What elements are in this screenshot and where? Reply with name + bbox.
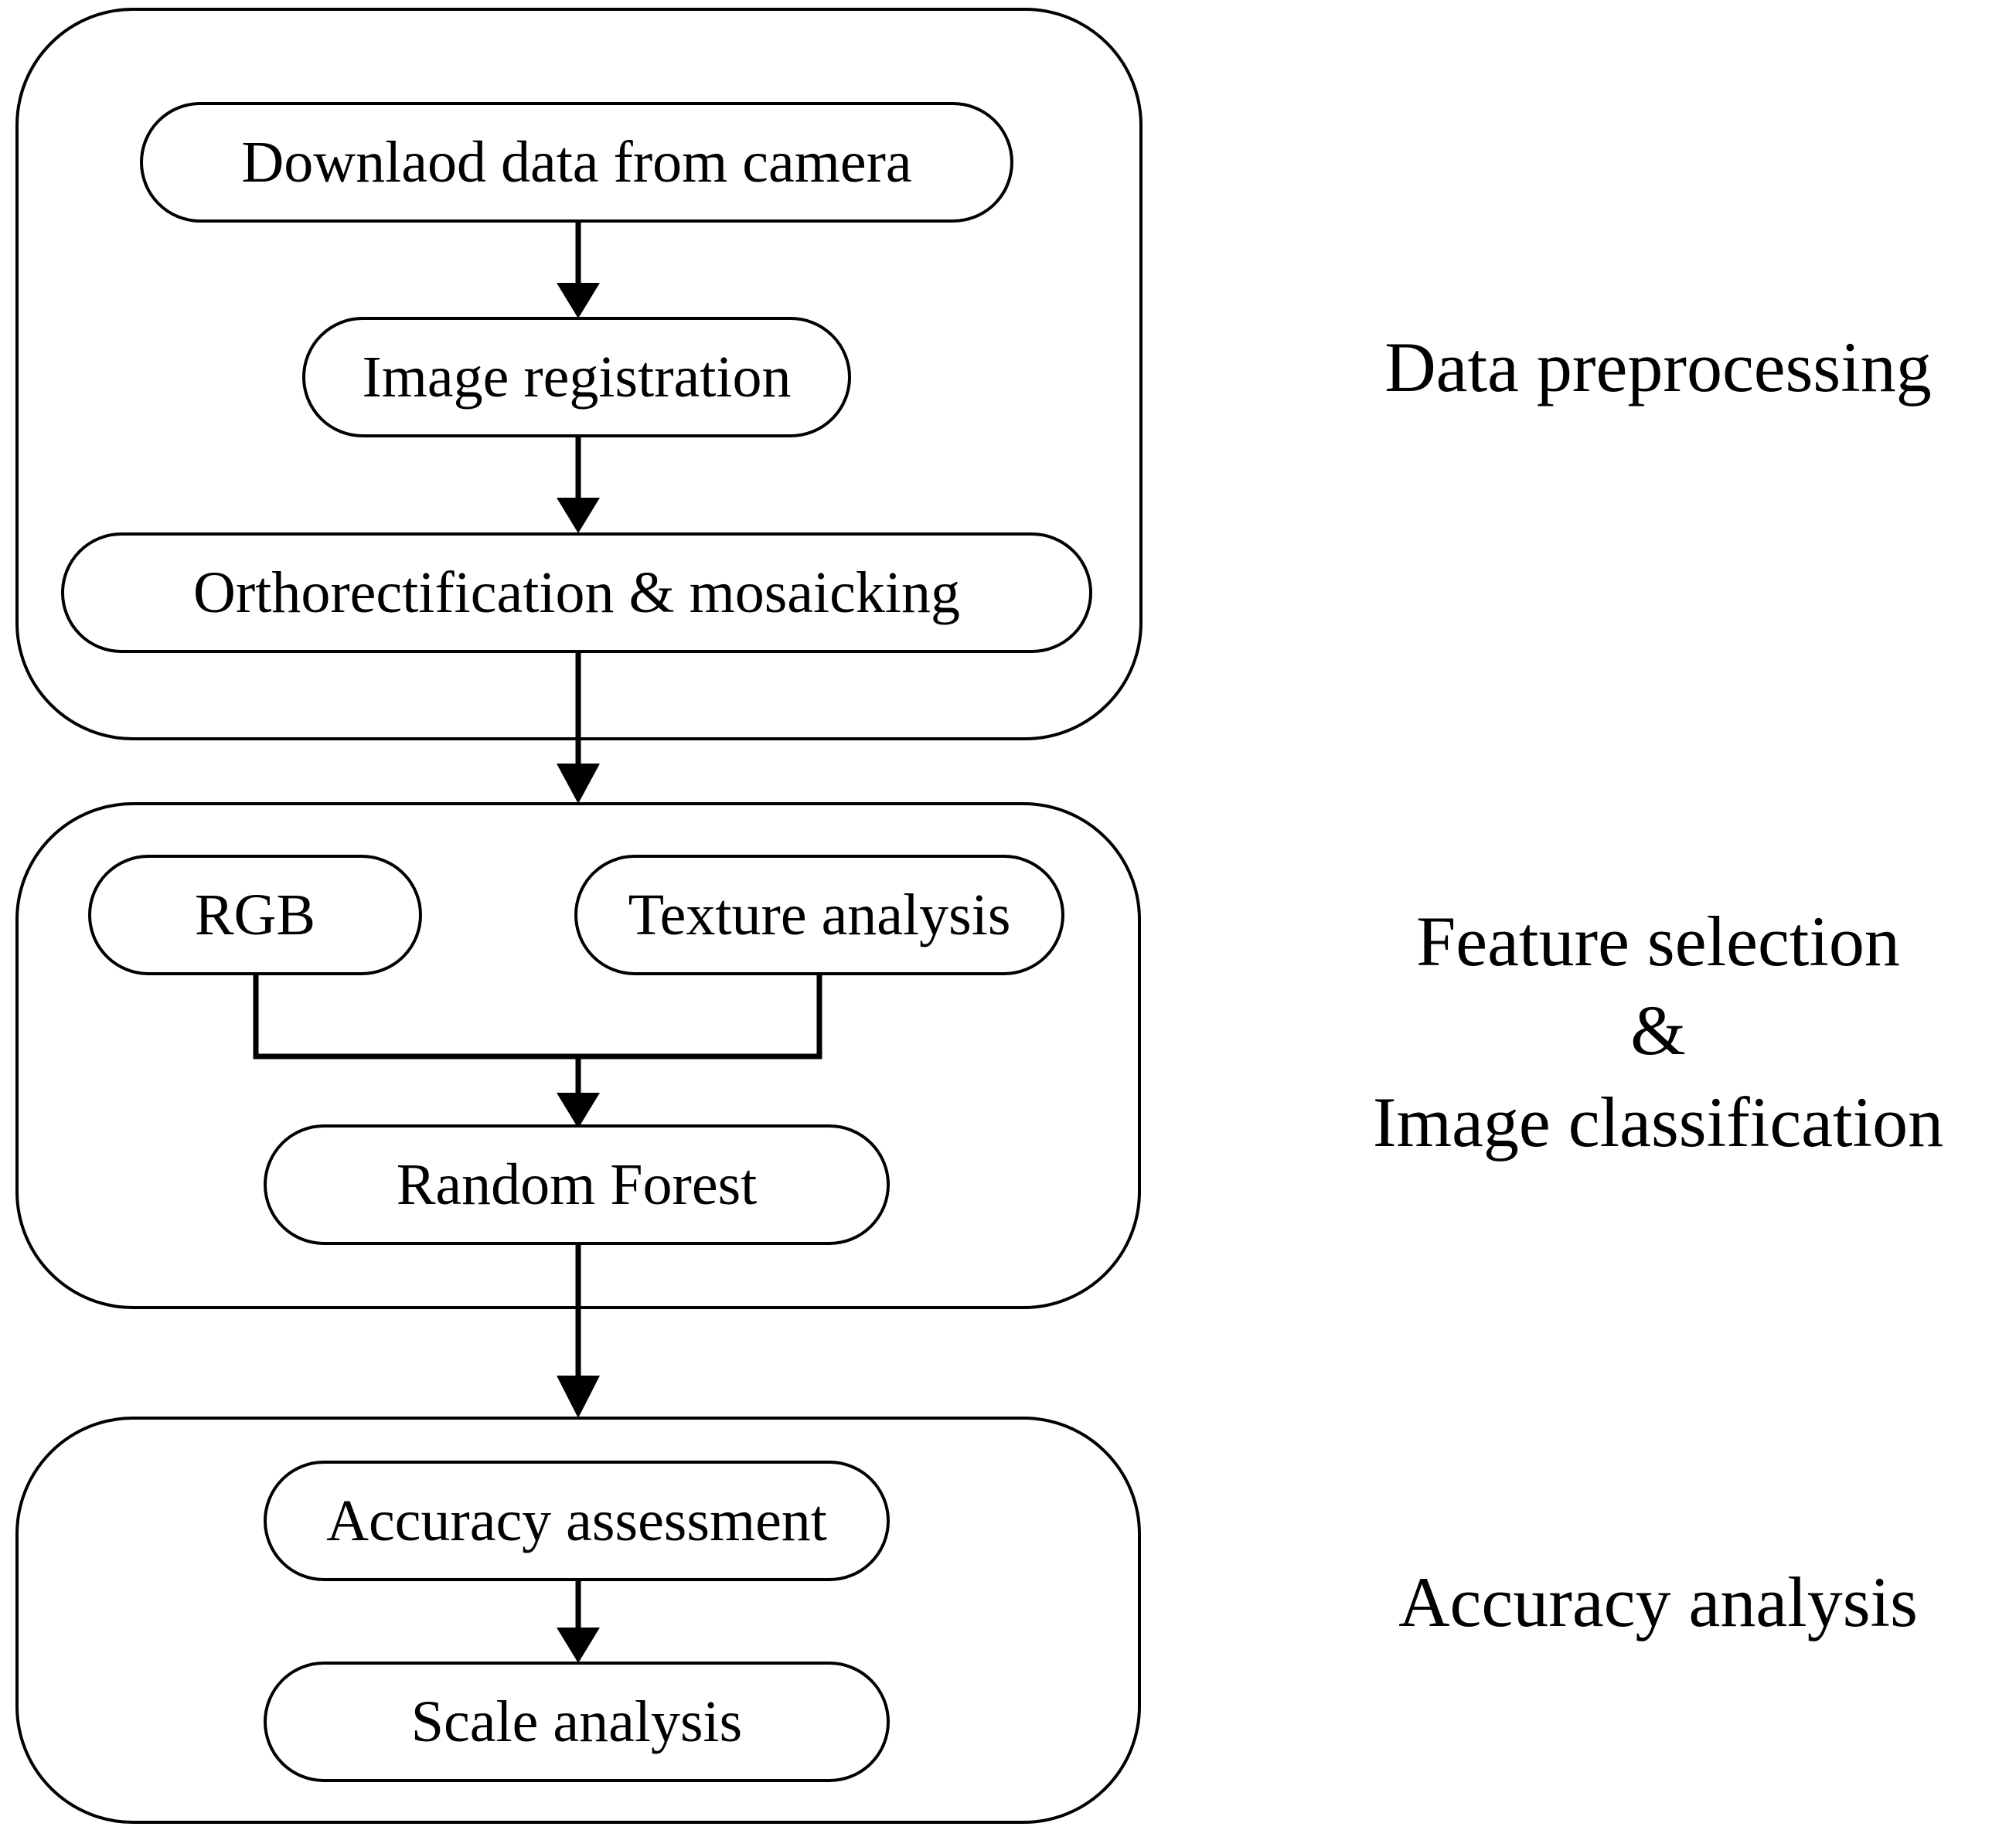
node-rgb-label: RGB xyxy=(195,883,315,947)
node-scale-analysis-label: Scale analysis xyxy=(411,1689,742,1754)
node-orthorectification: Orthorectification & mosaicking xyxy=(61,532,1092,653)
node-scale-analysis: Scale analysis xyxy=(264,1662,890,1782)
node-texture-analysis-label: Texture analysis xyxy=(628,883,1011,947)
stage-label-preprocessing: Data preprocessing xyxy=(1384,328,1932,406)
connector-registration-to-ortho xyxy=(557,437,600,533)
stage-label-classification-line-1: Feature selection xyxy=(1416,902,1900,981)
stage-label-classification-line-3: Image classification xyxy=(1373,1083,1943,1162)
node-random-forest: Random Forest xyxy=(264,1124,890,1245)
connector-download-to-registration xyxy=(557,223,600,318)
stage-label-accuracy: Accuracy analysis xyxy=(1398,1563,1918,1641)
connector-rgb-texture-merge xyxy=(253,975,822,1128)
node-orthorectification-label: Orthorectification & mosaicking xyxy=(193,560,960,625)
node-image-registration: Image registration xyxy=(302,317,851,437)
node-rgb: RGB xyxy=(88,855,422,975)
node-random-forest-label: Random Forest xyxy=(397,1152,758,1217)
stage-label-classification-line-2: & xyxy=(1630,991,1686,1070)
connector-ortho-to-classification xyxy=(557,653,600,804)
node-accuracy-assessment-label: Accuracy assessment xyxy=(326,1488,827,1553)
node-download-data: Downlaod data from camera xyxy=(140,102,1013,223)
node-texture-analysis: Texture analysis xyxy=(574,855,1064,975)
node-image-registration-label: Image registration xyxy=(362,345,791,410)
node-accuracy-assessment: Accuracy assessment xyxy=(264,1461,890,1581)
connector-assessment-to-scale xyxy=(557,1580,600,1663)
node-download-data-label: Downlaod data from camera xyxy=(241,130,911,195)
connector-classification-to-accuracy xyxy=(557,1244,600,1418)
